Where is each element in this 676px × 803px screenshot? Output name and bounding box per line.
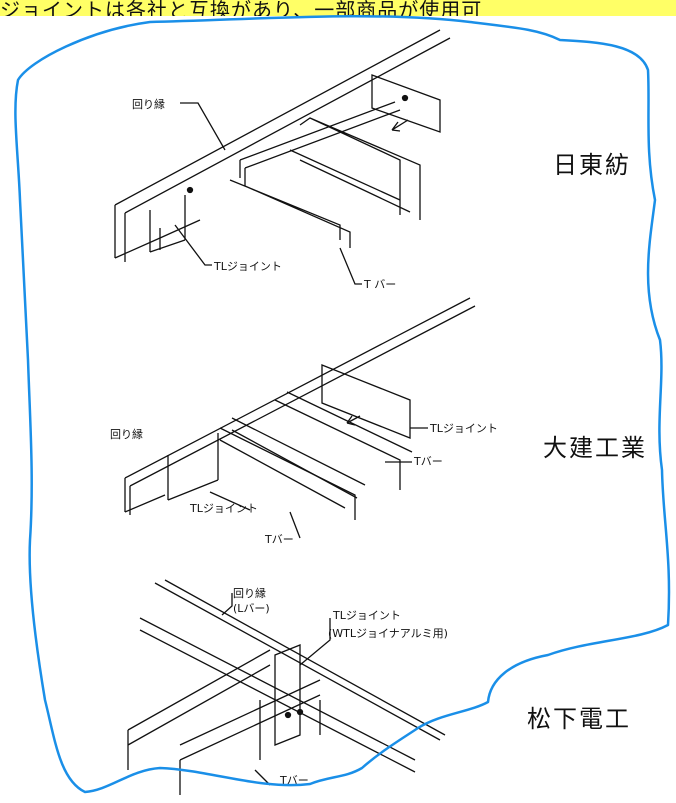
label-matsushita-joint: TLジョイント	[332, 609, 401, 622]
drawing-daiken	[124, 297, 476, 539]
label-daiken-bar: Tバー	[264, 533, 294, 546]
drawing-matsushita	[127, 579, 446, 795]
label-matsushita-edge-sub: (Lバー)	[233, 602, 270, 615]
label-matsushita-edge: 回り縁	[233, 586, 266, 600]
label-nittobo-bar: T バー	[363, 278, 396, 291]
header-band: ジョイントは各社と互換があり、一部商品が使用可	[0, 0, 676, 16]
label-daiken-edge: 回り縁	[110, 427, 143, 441]
hand-drawn-outline	[14, 14, 671, 794]
label-daiken-bar-right: Tバー	[413, 455, 443, 468]
label-nittobo-edge: 回り縁	[132, 97, 165, 111]
label-nittobo-joint: TLジョイント	[213, 260, 282, 273]
drawing-nittobo	[114, 29, 451, 285]
label-daiken-joint: TLジョイント	[429, 422, 498, 435]
company-nittobo: 日東紡	[553, 151, 631, 179]
header-text: ジョイントは各社と互換があり、一部商品が使用可	[0, 0, 483, 16]
company-matsushita: 松下電工	[527, 705, 631, 733]
label-daiken-joint2: TLジョイント	[189, 502, 258, 515]
label-matsushita-joint-sub: (WTLジョイナアルミ用)	[328, 627, 448, 640]
company-daiken: 大建工業	[543, 434, 647, 462]
